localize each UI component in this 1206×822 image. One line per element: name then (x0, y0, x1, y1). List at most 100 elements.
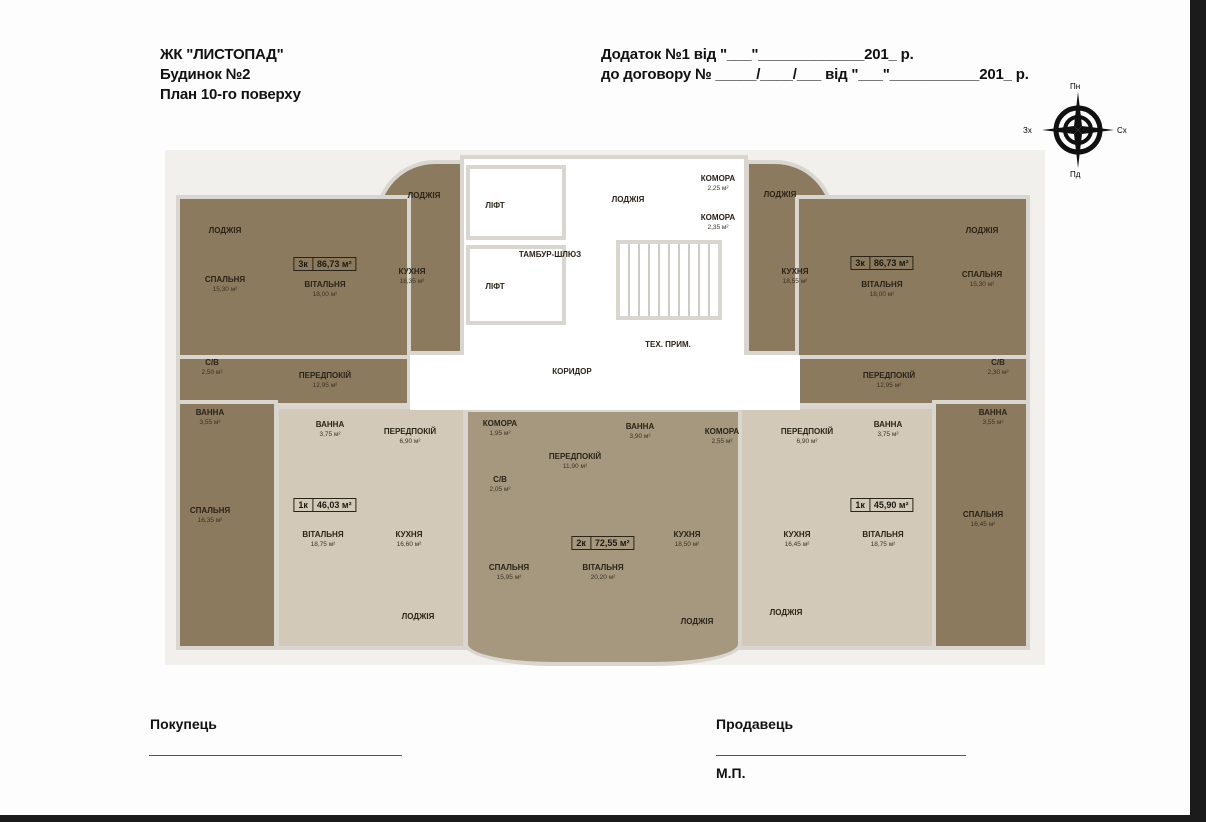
compass-north: Пн (1070, 82, 1081, 91)
room-area: 12,95 м² (876, 382, 902, 389)
contract-appendix: Додаток №1 від "___"_____________201_ р.… (601, 45, 1029, 85)
room-area: 2,35 м² (707, 224, 729, 231)
apartment-area: 72,55 м² (594, 538, 630, 548)
elevator-2 (466, 245, 566, 325)
room-name: ЛІФТ (485, 201, 505, 210)
room-label: ЛОДЖІЯ (209, 226, 242, 236)
room-name: ВАННА (315, 420, 345, 429)
unit-3k-right-bedroom (932, 400, 1030, 650)
room-label: ЛІФТ (485, 282, 504, 292)
unit-1k-right (738, 405, 936, 650)
room-name: ВАННА (978, 408, 1008, 417)
room-label: СПАЛЬНЯ 15,30 м² (205, 275, 245, 295)
room-name: ЛОДЖІЯ (680, 617, 714, 626)
room-area: 18,50 м² (674, 541, 700, 548)
room-name: ВАННА (873, 420, 903, 429)
room-name: ЛОДЖІЯ (208, 226, 242, 235)
room-name: С/В (205, 358, 219, 367)
room-area: 3,90 м² (629, 433, 651, 440)
unit-2k (464, 408, 742, 666)
room-area: 18,75 м² (310, 541, 336, 548)
room-area: 6,90 м² (399, 438, 421, 445)
room-name: КУХНЯ (783, 530, 811, 539)
room-name: С/В (991, 358, 1005, 367)
compass-south: Пд (1070, 170, 1081, 179)
room-name: СПАЛЬНЯ (488, 563, 530, 572)
building-number: Будинок №2 (160, 66, 251, 83)
room-label: ЛОДЖІЯ (770, 608, 803, 618)
room-label: ЛОДЖІЯ (764, 190, 797, 200)
room-area: 18,35 м² (399, 278, 425, 285)
document-page: ЖК "ЛИСТОПАД" Будинок №2 План 10-го пове… (0, 0, 1190, 815)
room-area: 18,00 м² (869, 291, 895, 298)
room-label: ПЕРЕДПОКІЙ 11,90 м² (549, 452, 601, 472)
room-area: 1,95 м² (489, 430, 511, 437)
room-area: 2,05 м² (489, 486, 511, 493)
room-area: 18,75 м² (870, 541, 896, 548)
room-label: ВІТАЛЬНЯ 18,75 м² (862, 530, 903, 550)
room-area: 16,45 м² (784, 541, 810, 548)
room-name: КУХНЯ (398, 267, 426, 276)
room-label: СПАЛЬНЯ 15,95 м² (489, 563, 529, 583)
room-label: ЛОДЖІЯ (408, 191, 441, 201)
room-area: 12,95 м² (312, 382, 338, 389)
room-name: ПЕРЕДПОКІЙ (780, 427, 834, 436)
apartment-area: 86,73 м² (873, 258, 909, 268)
room-area: 2,30 м² (987, 369, 1009, 376)
buyer-signature-line (149, 755, 402, 756)
room-label: КУХНЯ 18,35 м² (399, 267, 426, 287)
room-label: КУХНЯ 16,45 м² (784, 530, 811, 550)
room-name: ВАННА (625, 422, 655, 431)
room-area: 15,30 м² (969, 281, 995, 288)
seller-signature-line (716, 755, 966, 756)
room-label: ТЕХ. ПРИМ. (645, 340, 691, 350)
room-area: 15,95 м² (496, 574, 522, 581)
room-name: ТАМБУР-ШЛЮЗ (518, 250, 582, 259)
room-label: КОРИДОР (552, 367, 591, 377)
room-area: 2,50 м² (201, 369, 223, 376)
staircase (616, 240, 722, 320)
room-name: ПЕРЕДПОКІЙ (548, 452, 602, 461)
unit-3k-left-bedroom (176, 400, 278, 650)
room-name: ВІТАЛЬНЯ (582, 563, 624, 572)
room-area: 18,00 м² (312, 291, 338, 298)
unit-3k-left (176, 195, 411, 360)
apartment-area: 86,73 м² (316, 259, 352, 269)
room-name: ПЕРЕДПОКІЙ (383, 427, 437, 436)
room-label: ЛОДЖІЯ (681, 617, 714, 627)
apartment-type: 1к (851, 499, 870, 511)
room-area: 3,75 м² (319, 431, 341, 438)
room-name: КУХНЯ (781, 267, 809, 276)
room-name: СПАЛЬНЯ (204, 275, 246, 284)
project-info: ЖК "ЛИСТОПАД" Будинок №2 План 10-го пове… (160, 45, 301, 105)
room-area: 3,75 м² (877, 431, 899, 438)
floor-plan-title: План 10-го поверху (160, 86, 301, 103)
apartment-type: 3к (294, 258, 313, 270)
room-label: ЛОДЖІЯ (612, 195, 645, 205)
room-area: 11,90 м² (562, 463, 588, 470)
room-area: 15,30 м² (212, 286, 238, 293)
room-name: ВІТАЛЬНЯ (862, 530, 904, 539)
apartment-area: 46,03 м² (316, 500, 352, 510)
room-name: ЛОДЖІЯ (407, 191, 441, 200)
room-label: С/В 2,30 м² (987, 358, 1008, 378)
